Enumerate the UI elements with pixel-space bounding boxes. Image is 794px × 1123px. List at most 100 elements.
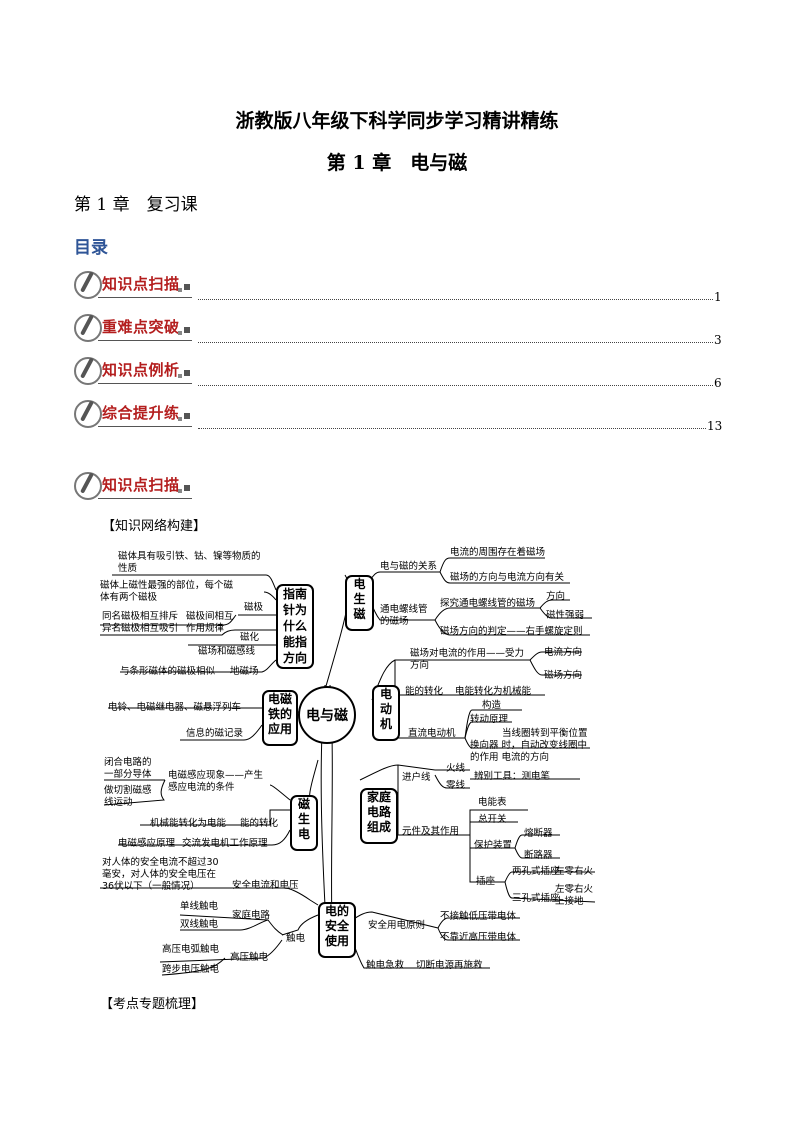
node-text: 交流发电机工作原理 [182,838,268,849]
node-text: 的磁场 [380,616,409,627]
node-text: 磁性强弱 [546,610,585,621]
node-text: 能的转化 [240,818,279,829]
toc-badge: 重难点突破 [74,313,192,343]
node-text: 单线触电 [180,901,219,912]
node-text: 电磁感应现象——产生 [168,770,264,781]
node-text: 与条形磁体的磁极相似 [120,666,216,677]
node-text: 电流的周围存在着磁场 [450,547,546,558]
node-text: 当线圈转到平衡位置 [502,728,588,739]
toc-page-number: 1 [714,290,722,304]
pen-icon [74,314,102,342]
toc-badge: 综合提升练 [74,399,192,429]
main-title: 浙教版八年级下科学同步学习精讲精练 [235,110,559,132]
pen-icon [74,400,102,428]
node-text: 磁场的方向与电流方向有关 [450,572,565,583]
node-text: 的作用 电流的方向 [470,752,550,763]
lesson-title: 第 1 章 复习课 [74,195,198,215]
toc-item[interactable]: 知识点例析 6 [74,356,724,390]
node-text: 信息的磁记录 [186,728,244,739]
box-motor: 电动机 [372,685,400,741]
pen-icon [74,357,102,385]
node-text: 能的转化 [405,686,444,697]
pen-icon [74,472,102,500]
node-text: 机械能转化为电能 [150,818,227,829]
node-text: 保护装置 [474,840,513,851]
node-text: 跨步电压触电 [162,964,220,975]
toc-heading: 目录 [74,238,108,258]
node-text: 一部分导体 [104,769,152,780]
node-text: 电流方向 [544,647,583,658]
box-emag: 电生磁 [345,575,374,631]
toc-item-label: 知识点例析 [102,361,180,379]
node-text: 总开关 [478,814,507,825]
node-text: 辨别工具：测电笔 [474,771,551,782]
box-safety: 电的安全使用 [318,902,356,958]
node-text: 直流电动机 [408,728,456,739]
node-text: 插座 [476,876,496,887]
node-text: 上接地 [555,896,584,907]
node-text: 双线触电 [180,919,219,930]
mindmap-center: 电与磁 [306,708,348,724]
node-text: 磁场方向的判定——右手螺旋定则 [440,626,583,637]
exam-label: 【考点专题梳理】 [100,997,205,1012]
toc-item[interactable]: 知识点扫描 1 [74,270,724,304]
node-text: 方向 [410,660,430,671]
toc-badge: 知识点扫描 [74,270,192,300]
node-text: 零线 [446,780,466,791]
node-text: 两孔式插座 [512,866,560,877]
node-text: 异名磁极相互吸引 [102,623,179,634]
node-text: 磁极 [244,602,264,613]
node-text: 家庭电路 [232,910,271,921]
toc-badge: 知识点例析 [74,356,192,386]
node-text: 感应电流的条件 [168,782,235,793]
node-text: 线运动 [104,797,133,808]
network-label: 【知识网络构建】 [102,519,207,534]
node-text: 转动原理 [470,714,509,725]
node-text: 熔断器 [524,828,553,839]
node-text: 磁场方向 [544,670,583,681]
node-text: 安全电流和电压 [232,880,299,891]
toc-item-label: 重难点突破 [102,318,180,336]
toc-page-number: 3 [714,333,722,347]
node-text: 构造 [482,700,502,711]
node-text: 触电 [286,933,306,944]
chapter-title: 第 1 章 电与磁 [326,152,468,174]
node-text: 高压触电 [230,952,269,963]
node-text: 元件及其作用 [402,826,460,837]
node-text: 磁极间相互 [186,611,234,622]
toc-item[interactable]: 综合提升练 13 [74,399,724,433]
node-text: 磁体上磁性最强的部位，每个磁 [100,580,234,591]
section-badge: 知识点扫描 [74,471,192,501]
node-text: 地磁场 [230,666,259,677]
node-text: 体有两个磁极 [100,592,158,603]
node-text: 探究通电螺线管的磁场 [440,598,536,609]
node-text: 进户线 [402,772,431,783]
node-text: 触电急救 [366,960,405,971]
node-text: 方向 [546,591,566,602]
node-text: 安全用电原则 [368,920,426,931]
node-text: 切断电源再施救 [416,960,483,971]
node-text: 电与磁的关系 [380,561,438,572]
node-text: 同名磁极相互排斥 [102,611,179,622]
node-text: 性质 [118,563,138,574]
node-text: 磁体具有吸引铁、钴、镍等物质的 [118,551,261,562]
node-text: 磁场对电流的作用——受力 [410,648,525,659]
node-text: 火线 [446,763,466,774]
node-text: 36伏以下（一般情况） [102,881,200,892]
toc-item-label: 知识点扫描 [102,275,180,293]
box-induction: 磁生电 [290,795,318,851]
node-text: 不靠近高压带电体 [440,932,517,943]
node-text: 作用规律 [186,623,225,634]
node-text: 闭合电路的 [104,757,152,768]
node-text: 做切割磁感 [104,785,152,796]
node-text: 高压电弧触电 [162,944,220,955]
toc-item[interactable]: 重难点突破 3 [74,313,724,347]
node-text: 通电螺线管 [380,604,428,615]
node-text: 左零右火 [555,866,594,877]
node-text: 对人体的安全电流不超过30 [102,857,219,868]
node-text: 电磁感应原理 [118,838,176,849]
toc-page-number: 6 [714,376,722,390]
node-text: 磁场和磁感线 [198,646,256,657]
toc-page-number: 13 [707,419,723,433]
